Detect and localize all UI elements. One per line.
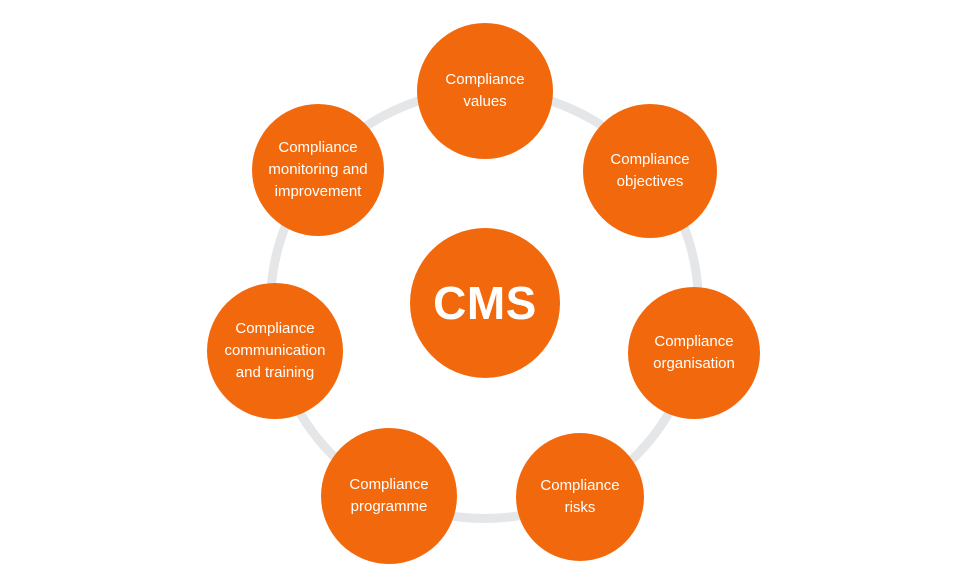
- node-compliance-monitoring-and-improvement: Compliance monitoring and improvement: [252, 104, 384, 236]
- node-label-compliance-communication-and-training: Compliance communication and training: [224, 320, 326, 381]
- node-label-compliance-objectives: Compliance objectives: [610, 151, 690, 190]
- node-compliance-communication-and-training: Compliance communication and training: [207, 283, 343, 419]
- node-cms-center: CMS: [410, 228, 560, 378]
- node-label-compliance-organisation: Compliance organisation: [653, 333, 735, 372]
- node-compliance-objectives: Compliance objectives: [583, 104, 717, 238]
- node-label-compliance-values: Compliance values: [445, 71, 525, 110]
- node-label-compliance-monitoring-and-improvement: Compliance monitoring and improvement: [268, 139, 368, 200]
- cms-center-label: CMS: [433, 277, 537, 329]
- node-compliance-values: Compliance values: [417, 23, 553, 159]
- node-label-compliance-risks: Compliance risks: [540, 477, 620, 516]
- node-compliance-organisation: Compliance organisation: [628, 287, 760, 419]
- node-compliance-risks: Compliance risks: [516, 433, 644, 561]
- node-compliance-programme: Compliance programme: [321, 428, 457, 564]
- node-label-compliance-programme: Compliance programme: [349, 476, 429, 515]
